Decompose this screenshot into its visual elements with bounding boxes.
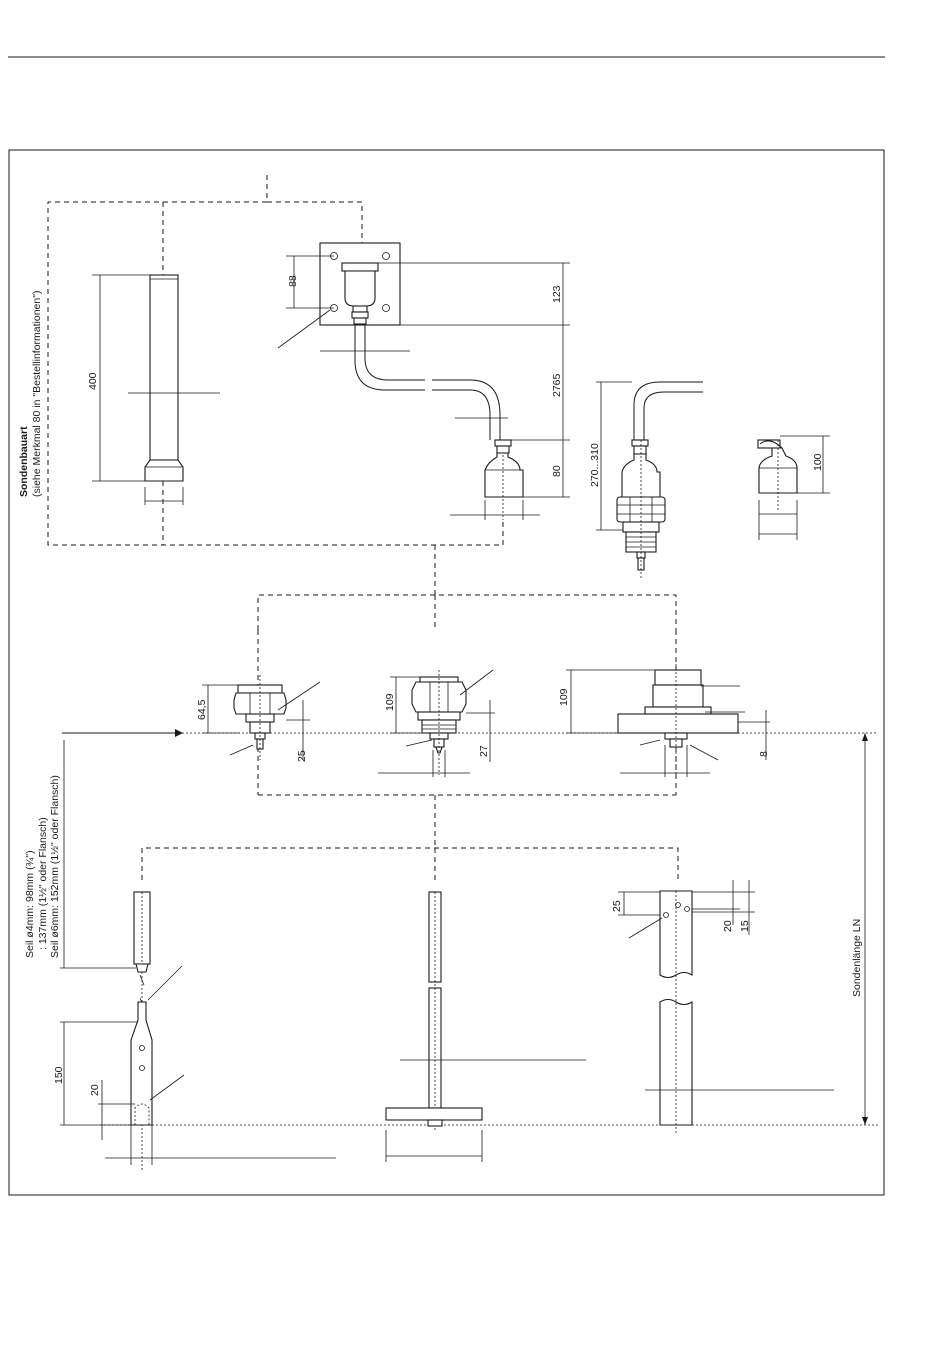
rod-probe-plate	[386, 892, 586, 1162]
rope-probe: Seil ø4mm: 98mm (¾") : 137mm (1½" oder F…	[24, 740, 336, 1170]
dim-270-310: 270...310	[589, 443, 601, 487]
dim-2765: 2765	[551, 373, 563, 397]
probe-length-ln: Sondenlänge LN	[851, 733, 868, 1125]
wall-mount-probe: 88 123 2765 80	[278, 243, 570, 520]
probe-end-group	[100, 848, 878, 1125]
dim-25-conn: 25	[296, 750, 308, 762]
dim-27: 27	[478, 745, 490, 757]
sondenbauart-subtitle: (siehe Merkmal 80 in "Bestellinformation…	[31, 291, 43, 497]
seil-line2: : 137mm (1½" oder Flansch)	[37, 817, 49, 950]
dim-123: 123	[551, 285, 563, 303]
dim-64-5: 64,5	[196, 699, 208, 720]
compact-probe: 100	[758, 436, 830, 540]
dim-109-b: 109	[558, 688, 570, 706]
connection-109-a: 109 27	[378, 670, 495, 777]
process-connection-group	[62, 630, 878, 845]
dim-25-pipe: 25	[611, 900, 623, 912]
sondenlaenge-label: Sondenlänge LN	[851, 919, 863, 997]
dim-150: 150	[53, 1066, 65, 1084]
sondenbauart-title: Sondenbauart	[18, 426, 30, 497]
dim-20-pipe: 20	[722, 920, 734, 932]
seil-line3: Seil ø6mm: 152mm (1½" oder Flansch)	[49, 775, 61, 958]
dim-8: 8	[758, 751, 770, 757]
dim-15-pipe: 15	[739, 920, 751, 932]
dim-100: 100	[812, 453, 824, 471]
rod-probe-400: 400	[87, 275, 220, 505]
threaded-probe: 270...310	[589, 382, 703, 580]
connection-64-5: 64,5 25	[196, 675, 320, 762]
pipe-probe: 25 20 15	[611, 880, 834, 1135]
dim-80: 80	[551, 465, 563, 477]
dim-400: 400	[87, 372, 99, 390]
dim-88: 88	[287, 275, 299, 287]
dim-109-a: 109	[384, 693, 396, 711]
seil-line1: Seil ø4mm: 98mm (¾")	[24, 850, 36, 958]
connection-flange-109: 109 8	[558, 660, 770, 780]
dim-20-weight: 20	[89, 1084, 101, 1096]
